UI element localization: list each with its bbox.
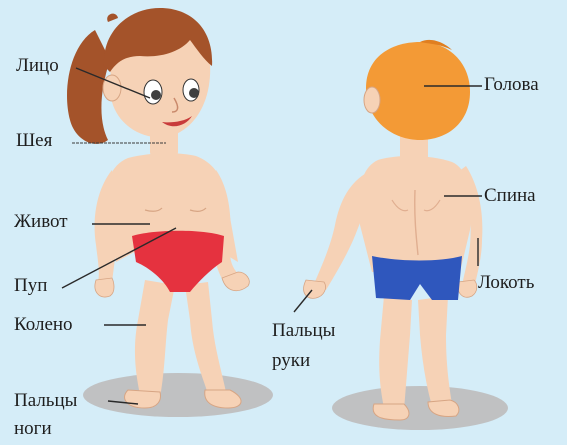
label-belly: Живот (14, 211, 68, 233)
girl-figure (67, 8, 249, 408)
label-elbow: Локоть (478, 272, 534, 294)
boy-shorts (372, 256, 462, 300)
boy-head (366, 42, 470, 140)
label-head: Голова (484, 74, 539, 96)
label-fingers-line1: Пальцы (272, 320, 335, 342)
label-face: Лицо (16, 55, 59, 77)
boy-floor-shadow (332, 386, 508, 430)
label-back: Спина (484, 185, 536, 207)
label-knee: Колено (14, 314, 73, 336)
label-navel: Пуп (14, 275, 47, 297)
label-toes-line1: Пальцы (14, 390, 77, 412)
label-toes-line2: ноги (14, 418, 52, 440)
label-fingers-line2: руки (272, 350, 310, 372)
boy-figure (304, 40, 483, 420)
label-neck: Шея (16, 130, 52, 152)
leader-fingers (294, 290, 312, 312)
girl-floor-shadow (83, 373, 273, 417)
